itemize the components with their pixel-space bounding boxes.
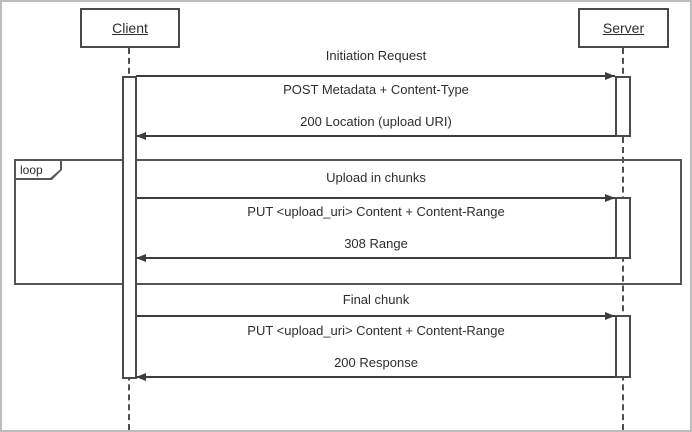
message-label-chunk-response: 308 Range [344, 236, 408, 251]
message-label-chunk-request: PUT <upload_uri> Content + Content-Range [247, 204, 505, 219]
message-label-initiation-response: 200 Location (upload URI) [300, 114, 452, 129]
message-label-final-response: 200 Response [334, 355, 418, 370]
arrowhead-left-icon [136, 373, 146, 381]
activation-server-final [615, 315, 631, 378]
message-line-initiation-request [136, 75, 615, 77]
message-label-final-request: PUT <upload_uri> Content + Content-Range [247, 323, 505, 338]
section-title-upload-chunks: Upload in chunks [326, 170, 426, 185]
actor-box-client: Client [80, 8, 180, 48]
arrowhead-right-icon [605, 72, 615, 80]
arrowhead-right-icon [605, 194, 615, 202]
section-title-final-chunk: Final chunk [342, 292, 410, 307]
actor-label-server: Server [602, 20, 645, 36]
section-title-initiation: Initiation Request [325, 48, 427, 63]
arrowhead-left-icon [136, 254, 146, 262]
actor-box-server: Server [578, 8, 669, 48]
activation-client [122, 76, 137, 379]
message-line-chunk-response [136, 257, 615, 259]
message-label-initiation-request: POST Metadata + Content-Type [283, 82, 469, 97]
message-line-final-response [136, 376, 615, 378]
message-line-chunk-request [136, 197, 615, 199]
loop-fragment-label: loop [16, 161, 60, 178]
arrowhead-left-icon [136, 132, 146, 140]
activation-server-loop [615, 197, 631, 259]
arrowhead-right-icon [605, 312, 615, 320]
loop-fragment-tag: loop [14, 159, 62, 180]
actor-label-client: Client [112, 20, 148, 36]
activation-server-initiation [615, 76, 631, 137]
loop-fragment-frame: loop [14, 159, 682, 285]
message-line-final-request [136, 315, 615, 317]
message-line-initiation-response [136, 135, 615, 137]
